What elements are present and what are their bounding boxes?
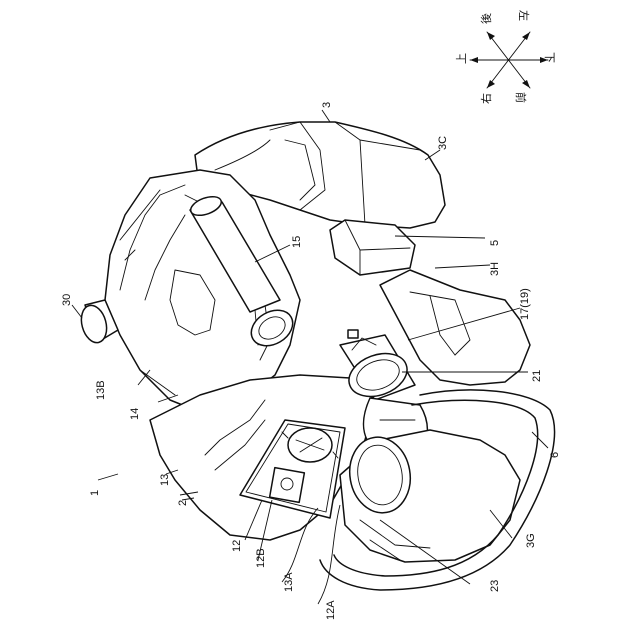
dir-front: 前 (514, 92, 528, 103)
label-14: 14 (129, 408, 141, 420)
label-12B: 12B (255, 548, 267, 568)
label-12: 12 (231, 540, 243, 552)
label-30: 30 (61, 294, 73, 306)
label-5: 5 (489, 240, 501, 246)
label-21: 21 (531, 370, 543, 382)
label-23: 23 (489, 580, 501, 592)
arrow-up-icon (470, 57, 478, 63)
module-5 (330, 220, 415, 275)
label-13A: 13A (283, 572, 295, 592)
dir-back: 後 (479, 13, 493, 24)
label-2: 2 (177, 500, 189, 506)
direction-compass: 上 下 後 前 左 右 (455, 10, 556, 104)
label-12A: 12A (325, 600, 337, 620)
label-1: 1 (89, 490, 101, 496)
label-13: 13 (159, 474, 171, 486)
dir-right: 右 (479, 93, 493, 104)
label-6: 6 (549, 452, 561, 458)
dir-left: 左 (517, 10, 530, 21)
panel-button-12b (270, 468, 305, 503)
lower-body-3G (340, 430, 520, 562)
arrow-front-icon (522, 80, 530, 88)
label-17-19: 17(19) (519, 288, 531, 320)
label-3H: 3H (489, 262, 501, 276)
label-3: 3 (321, 102, 333, 108)
latch-17-icon (348, 330, 358, 338)
arrow-back-icon (487, 32, 495, 40)
label-3G: 3G (525, 533, 537, 548)
arrow-left-icon (522, 32, 530, 40)
label-15: 15 (291, 236, 303, 248)
dir-up: 上 (455, 53, 468, 64)
arrow-right-icon (487, 80, 495, 88)
dir-down: 下 (543, 52, 556, 63)
label-3C: 3C (437, 136, 449, 150)
label-13B: 13B (95, 380, 107, 400)
